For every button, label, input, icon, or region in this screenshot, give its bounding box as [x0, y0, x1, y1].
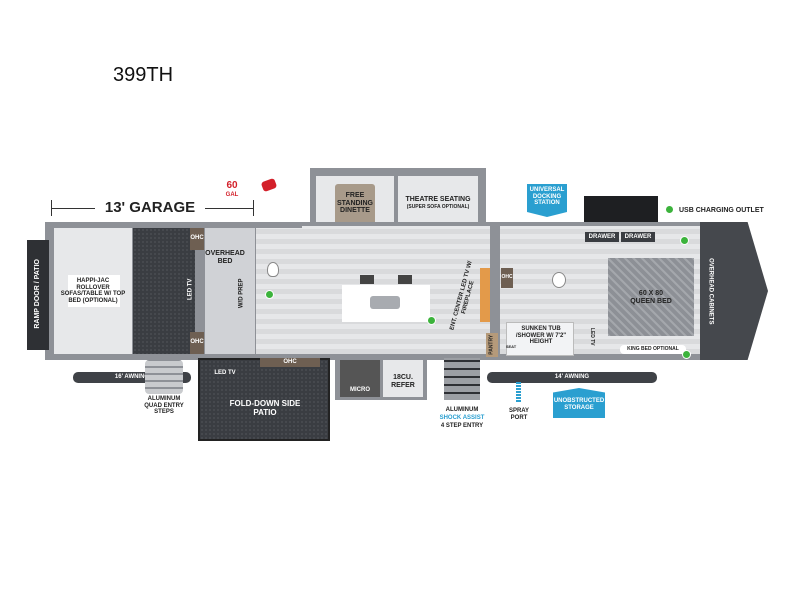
half-bath — [256, 228, 302, 354]
pantry — [486, 333, 498, 357]
garage-ohc-bottom: OHC — [190, 332, 204, 354]
bedroom-led-tv: LED TV — [588, 327, 595, 346]
patio-ohc: OHC — [260, 358, 320, 367]
micro-label: MICRO — [350, 387, 370, 393]
fireplace-glow — [480, 268, 490, 322]
queen-bed — [608, 258, 694, 336]
overhead-bed-label: OVERHEAD BED — [205, 250, 245, 265]
usb-outlet-dot — [265, 290, 274, 299]
rear-awning: 16' AWNING — [73, 372, 191, 383]
stool — [360, 275, 374, 284]
entry-steps-line1: ALUMINUM — [445, 407, 479, 413]
usb-legend-dot — [665, 205, 674, 214]
dim-tick — [51, 200, 52, 216]
theatre-note: (SUPER SOFA OPTIONAL) — [406, 204, 470, 210]
tub-label: SUNKEN TUB /SHOWER w/ 7'2" HEIGHT — [515, 326, 567, 346]
garage-floor — [133, 228, 195, 354]
storage-callout: UNOBSTRUCTED STORAGE — [553, 388, 605, 418]
drawer-1: DRAWER — [585, 232, 619, 242]
rear-entry-steps — [145, 360, 183, 394]
overhead-cabinets-label: OVERHEAD CABINETS — [707, 258, 714, 325]
drawer-unit — [584, 196, 658, 222]
refer-label: 18CU. REFER — [391, 374, 415, 389]
toilet-icon — [552, 272, 566, 288]
patio-label: FOLD-DOWN SIDE PATIO — [229, 399, 301, 417]
entry-steps-line3: 4 STEP ENTRY — [440, 423, 484, 429]
overhead-bed — [205, 228, 255, 354]
seat-label: SEAT — [505, 344, 517, 349]
patio-led-tv: LED TV — [214, 370, 236, 376]
usb-outlet-dot — [680, 236, 689, 245]
rear-steps-label: ALUMINUM QUAD ENTRY STEPS — [144, 396, 184, 416]
ramp-door-label: RAMP DOOR / PATIO — [34, 259, 42, 329]
dinette-label: FREE STANDING DINETTE — [336, 192, 374, 215]
theatre-label: THEATRE SEATING — [405, 196, 471, 203]
front-awning: 14' AWNING — [487, 372, 657, 383]
ramp-door — [27, 240, 49, 350]
sofa-label: HAPPI-JAC ROLLOVER SOFAS/TABLE w/ TOP BE… — [60, 278, 126, 304]
drawer-2: DRAWER — [621, 232, 655, 242]
main-entry-steps — [444, 358, 480, 400]
king-bed-option: KING BED OPTIONAL — [620, 345, 686, 354]
dim-tick — [253, 200, 254, 216]
microwave-oven — [340, 360, 380, 397]
usb-legend-label: USB CHARGING OUTLET — [679, 207, 764, 214]
fold-down-patio — [198, 358, 330, 441]
model-title: 399TH — [113, 64, 174, 86]
usb-outlet-dot — [682, 350, 691, 359]
pantry-label: PANTRY — [488, 334, 495, 355]
garage-ohc-top: OHC — [190, 228, 204, 250]
fuel-nozzle-icon — [260, 177, 278, 193]
sink-icon — [370, 296, 400, 309]
stool — [398, 275, 412, 284]
spray-port-label: SPRAY PORT — [508, 408, 530, 421]
fuel-unit: GAL — [225, 192, 239, 198]
spray-port-hose-icon — [516, 382, 521, 402]
garage-dimension-label: 13' GARAGE — [95, 199, 205, 217]
refrigerator — [383, 360, 423, 397]
usb-outlet-dot — [427, 316, 436, 325]
bath-ohc: OHC — [501, 268, 513, 288]
sunken-tub — [506, 322, 574, 356]
docking-station-callout: UNIVERSAL DOCKING STATION — [527, 184, 567, 217]
wd-prep-label: W/D PREP — [238, 278, 245, 309]
garage-led-tv: LED TV — [187, 278, 194, 300]
entry-steps-line2: SHOCK ASSIST — [439, 415, 485, 421]
fuel-amount: 60 — [226, 180, 238, 191]
toilet-icon — [267, 262, 279, 277]
dinette-table — [335, 184, 375, 226]
sofa-table — [68, 275, 120, 307]
queen-bed-label: 60 x 80 QUEEN BED — [630, 290, 672, 305]
